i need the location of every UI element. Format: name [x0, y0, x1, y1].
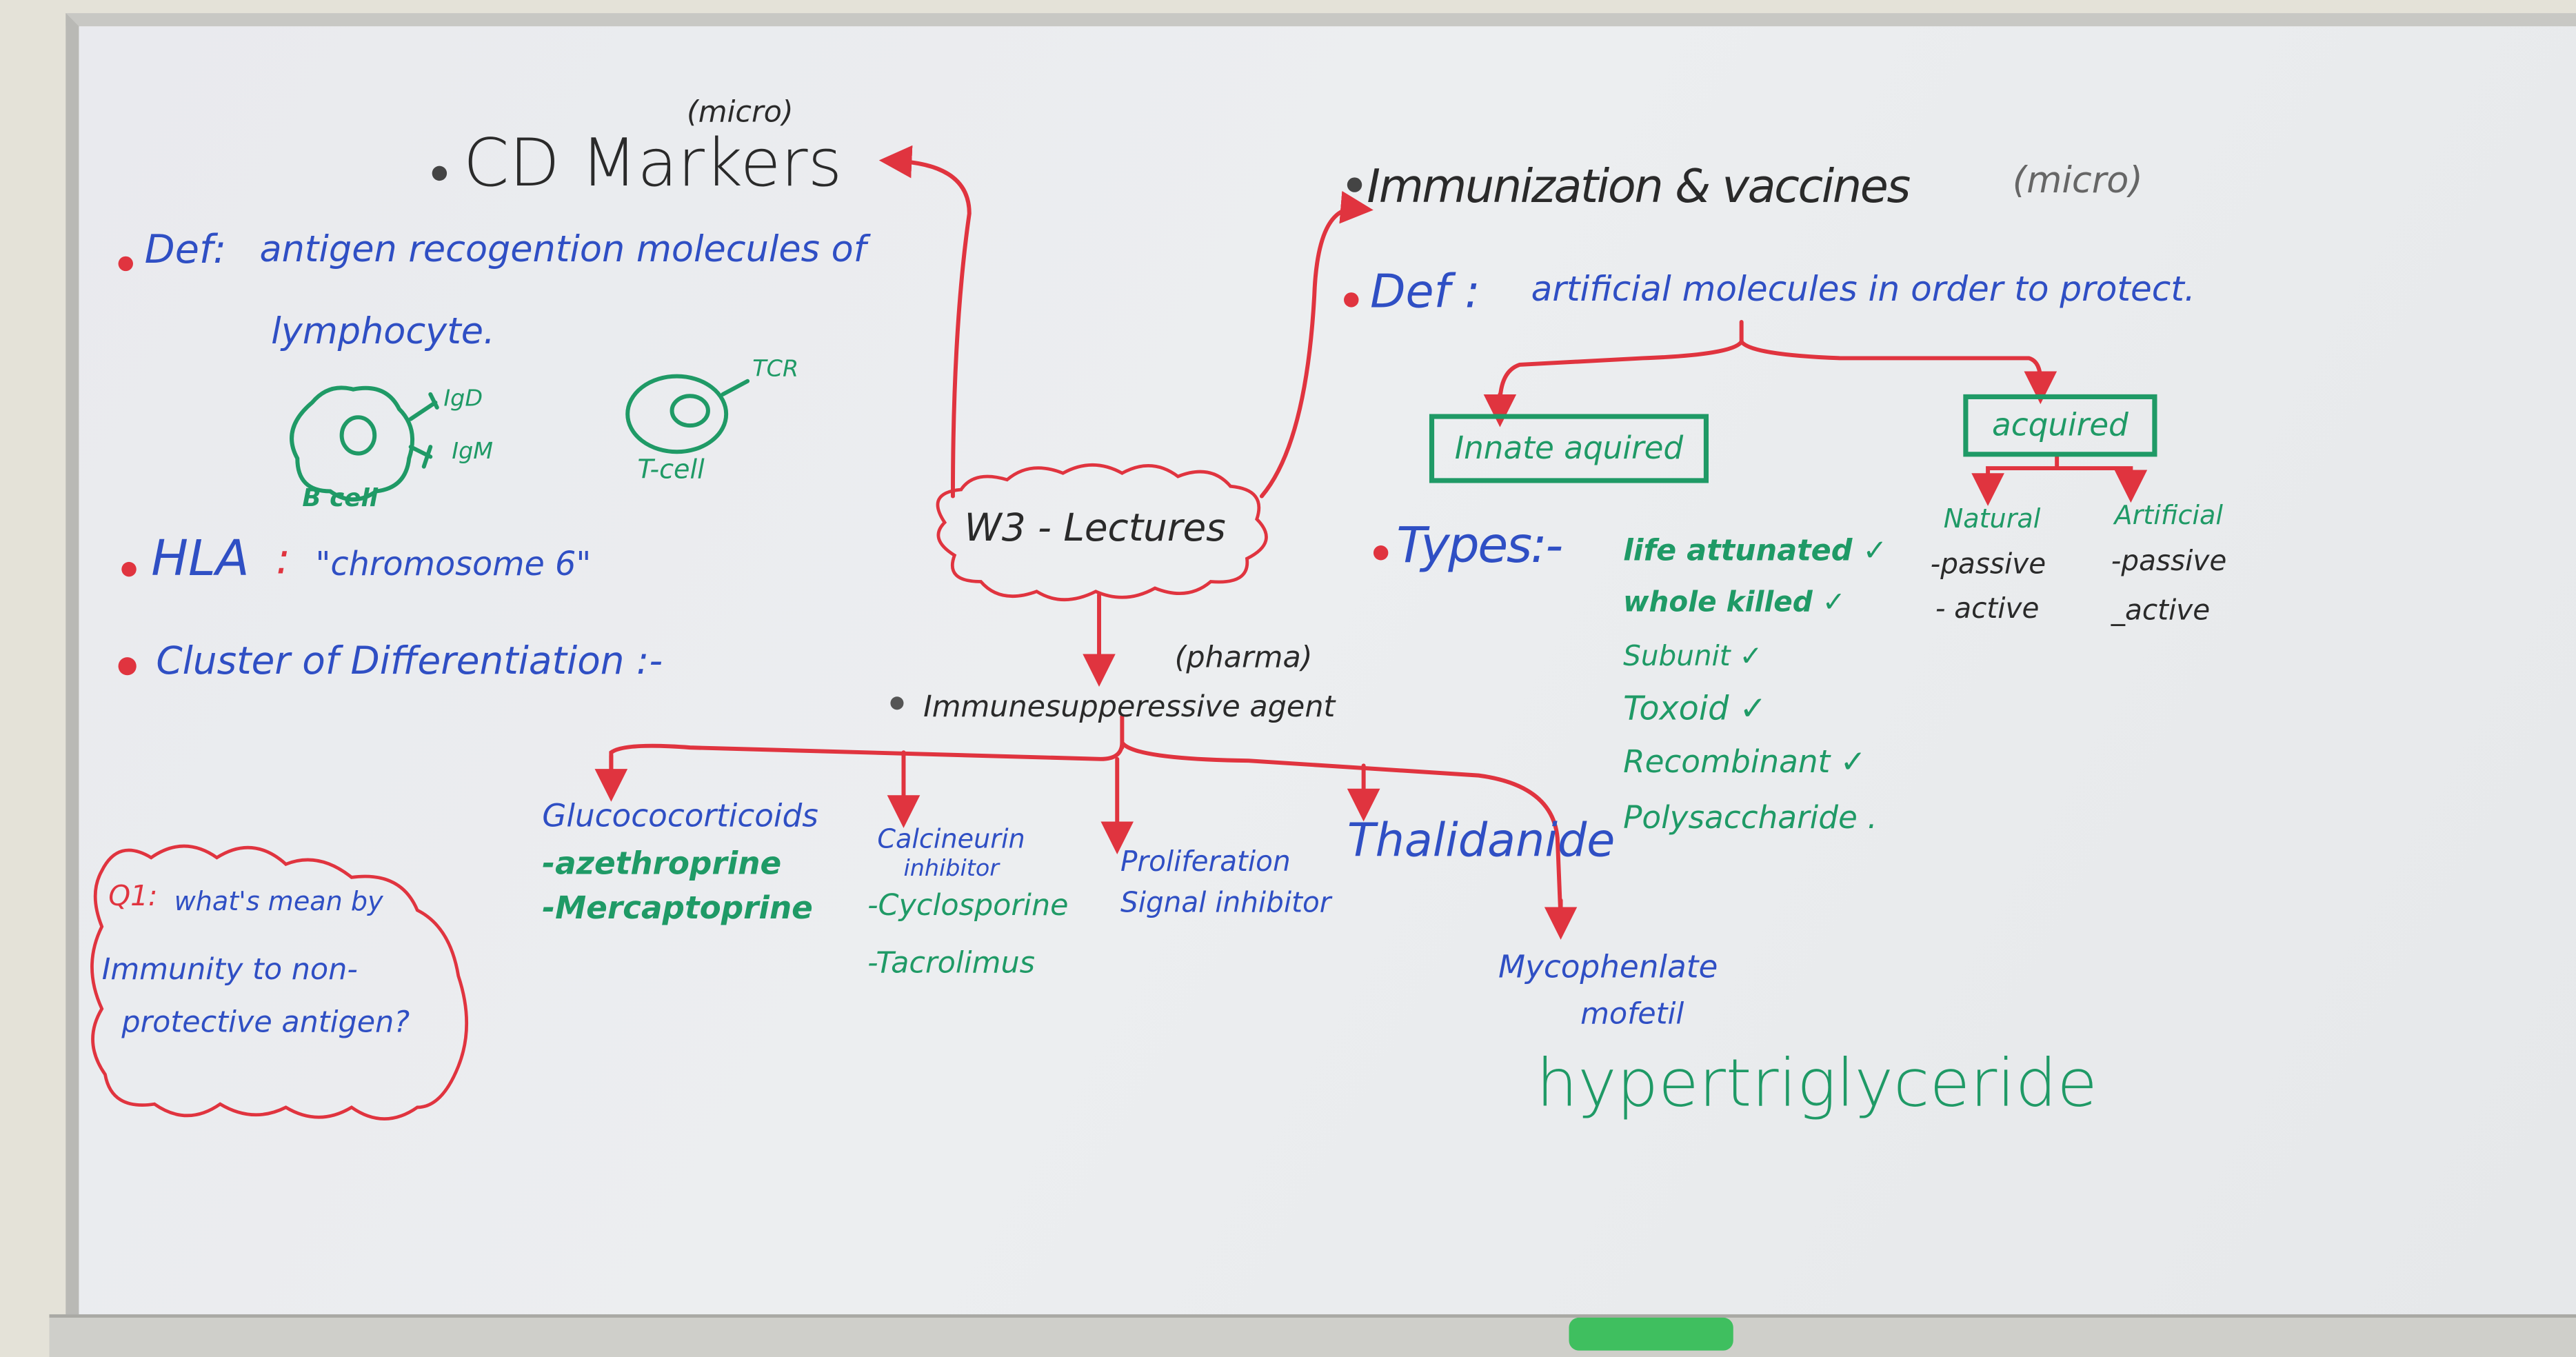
- bullet-icon: [118, 657, 137, 676]
- cd-markers-title: CD Markers: [463, 126, 843, 203]
- question-line: protective antigen?: [121, 1005, 410, 1041]
- drug-item: -Cyclosporine: [867, 889, 1069, 924]
- vaccine-type: life attunated ✓: [1623, 534, 1888, 569]
- vaccine-type: whole killed ✓: [1623, 586, 1846, 620]
- immunization-def-text: artificial molecules in order to protect…: [1531, 269, 2195, 309]
- bullet-icon: [118, 256, 133, 272]
- drug-item: -Mercaptoprine: [542, 890, 813, 927]
- branch-title: inhibitor: [903, 856, 999, 883]
- immunization-title: Immunization & vaccines: [1367, 159, 1911, 214]
- cd-def-text-2: lymphocyte.: [271, 312, 495, 354]
- bullet-icon: [432, 165, 447, 181]
- immunosuppressive-tag: (pharma): [1174, 641, 1313, 676]
- branch-title: Signal inhibitor: [1120, 887, 1331, 921]
- innate-acquired-label: Innate aquired: [1454, 430, 1684, 466]
- immunosuppressive-branch-line: [609, 714, 1563, 923]
- whiteboard: [66, 13, 2576, 1321]
- vaccine-type: Toxoid ✓: [1623, 688, 1767, 728]
- branch-title: Mycophenlate: [1498, 949, 1718, 986]
- tcr-label: TCR: [752, 356, 799, 383]
- igd-label: IgD: [443, 385, 483, 413]
- hla-text: "chromosome 6": [315, 543, 592, 583]
- acquired-box: acquired: [1963, 394, 2157, 457]
- def-branch-line: [1498, 320, 2043, 407]
- acquired-label: acquired: [1991, 406, 2129, 443]
- bullet-icon: [890, 696, 904, 710]
- question-cloud: [90, 844, 469, 1120]
- green-marker: [1569, 1317, 1733, 1351]
- hla-label: HLA: [151, 530, 250, 589]
- question-line: what's mean by: [174, 885, 383, 917]
- b-cell-label: B cell: [302, 483, 379, 513]
- cd-def-label: Def:: [144, 226, 227, 273]
- cluster-text: Cluster of Differentiation :-: [156, 641, 663, 684]
- branch-title: Proliferation: [1120, 846, 1291, 879]
- immunosuppressive-title: Immunesupperessive agent: [923, 690, 1336, 725]
- bullet-icon: [121, 561, 137, 577]
- lectures-cloud: [936, 463, 1268, 602]
- immunization-tag: (micro): [2012, 161, 2143, 203]
- branch-title: Thalidanide: [1347, 813, 1616, 868]
- cd-markers-tag: (micro): [686, 95, 794, 130]
- lectures-title: W3 - Lectures: [964, 507, 1226, 551]
- side-effect-note: hypertriglyceride: [1536, 1046, 2097, 1123]
- branch-title: Glucococorticoids: [542, 798, 818, 835]
- natural-label: Natural: [1943, 503, 2041, 534]
- t-cell-label: T-cell: [637, 453, 705, 485]
- bullet-icon: [1344, 292, 1359, 308]
- arrow-to-cd-markers: [878, 145, 972, 499]
- branch-title: mofetil: [1580, 997, 1684, 1032]
- igm-label: IgM: [452, 439, 494, 465]
- vaccine-type: Polysaccharide .: [1623, 800, 1878, 836]
- t-cell-drawing: [625, 374, 750, 454]
- natural-item: -passive: [1930, 548, 2046, 582]
- bullet-icon: [1347, 177, 1362, 192]
- bullet-icon: [1373, 545, 1389, 561]
- hla-colon: :: [276, 535, 291, 585]
- branch-title: Calcineurin: [877, 823, 1025, 855]
- natural-item: - active: [1935, 593, 2040, 626]
- marker-tray: [49, 1314, 2576, 1357]
- cd-def-text: antigen recogention molecules of: [259, 230, 867, 272]
- artificial-item: _active: [2111, 594, 2211, 628]
- drug-item: -Tacrolimus: [867, 946, 1035, 981]
- vaccine-type: Subunit ✓: [1623, 641, 1763, 674]
- artificial-item: -passive: [2111, 545, 2227, 579]
- artificial-label: Artificial: [2114, 499, 2223, 531]
- innate-acquired-box: Innate aquired: [1429, 414, 1709, 483]
- b-cell-drawing: [290, 385, 439, 502]
- arrow-to-immunization: [1259, 190, 1373, 499]
- question-line: Immunity to non-: [101, 952, 358, 988]
- types-label: Types:-: [1396, 517, 1563, 575]
- drug-item: -azethroprine: [542, 846, 782, 883]
- immunization-def-label: Def :: [1370, 264, 1480, 319]
- question-label: Q1:: [108, 881, 158, 914]
- vaccine-type: Recombinant ✓: [1623, 744, 1866, 781]
